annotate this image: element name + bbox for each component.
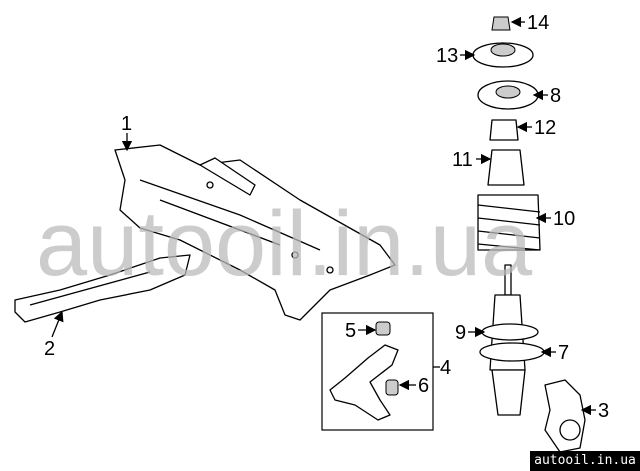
callout-2: 2	[44, 338, 55, 360]
control-arm	[329, 321, 399, 421]
callout-14: 14	[527, 12, 549, 34]
callout-10: 10	[553, 208, 575, 230]
callout-11: 11	[452, 149, 473, 171]
callout-1: 1	[121, 113, 132, 135]
callout-6: 6	[418, 375, 429, 397]
site-badge: autooil.in.ua	[530, 451, 640, 471]
control-arm-group-box	[321, 312, 434, 431]
callout-5: 5	[345, 320, 356, 342]
steering-knuckle	[544, 379, 586, 453]
subframe	[114, 144, 396, 321]
callout-7: 7	[558, 342, 569, 364]
callout-9: 9	[455, 322, 466, 344]
watermark: autooil.in.ua	[36, 193, 533, 295]
strut-assembly	[472, 16, 545, 416]
callout-12: 12	[534, 117, 556, 139]
callout-3: 3	[598, 400, 609, 422]
callouts: 1 2 3 4 5 6 7 8 9 10 11 12 13 14	[44, 12, 609, 422]
callout-8: 8	[550, 85, 561, 107]
callout-13: 13	[436, 45, 458, 67]
brace-bar	[14, 254, 191, 323]
callout-4: 4	[440, 357, 451, 379]
